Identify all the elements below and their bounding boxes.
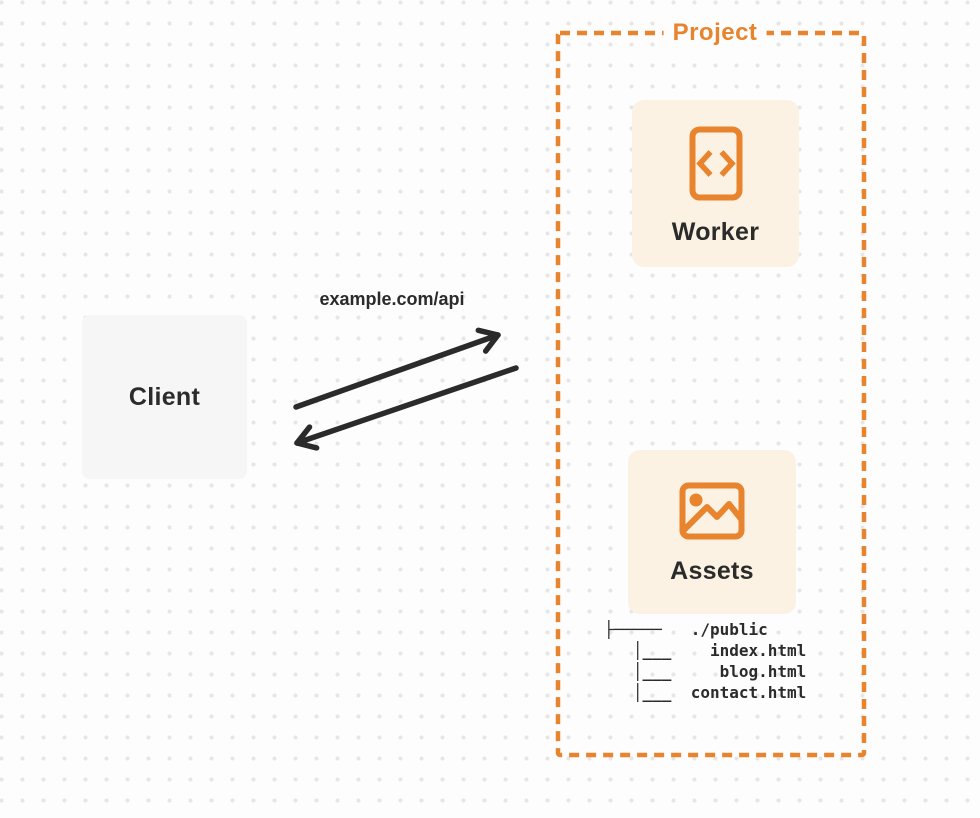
file-tree-line-public: ├───── ./public [604, 620, 768, 639]
request-url-label: example.com/api [319, 289, 465, 309]
file-tree-line-contact: │___ contact.html [604, 683, 807, 702]
assets-node: Assets [628, 450, 796, 614]
file-tree-line-blog: │___ blog.html [604, 662, 807, 681]
worker-node: Worker [632, 100, 799, 267]
assets-label: Assets [670, 557, 754, 585]
file-tree-line-index: │___ index.html [604, 641, 807, 660]
project-title: Project [663, 19, 767, 47]
response-arrow [294, 365, 519, 451]
code-file-icon [689, 126, 743, 201]
request-arrow [293, 327, 501, 410]
client-node: Client [82, 315, 247, 479]
worker-label: Worker [671, 218, 760, 246]
image-icon [679, 482, 745, 540]
client-label: Client [128, 382, 201, 411]
assets-file-tree: ├───── ./public │___ index.html │___ blo… [604, 619, 806, 703]
